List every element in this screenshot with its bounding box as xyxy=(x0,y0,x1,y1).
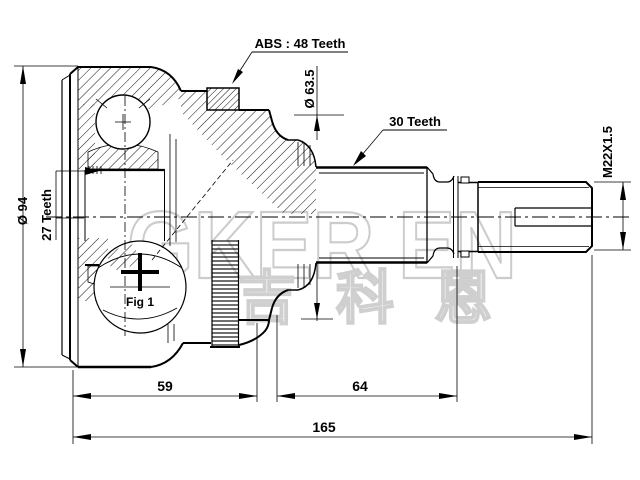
fig1-label: Fig 1 xyxy=(126,295,154,309)
arrow-m22-top xyxy=(620,182,626,200)
housing-neck-hatch xyxy=(181,91,316,214)
watermark: GKER EN 吉科恩 xyxy=(126,191,532,333)
arrow-d94-bottom xyxy=(20,349,26,367)
circlip-groove-top xyxy=(432,173,455,183)
dim-59-value: 59 xyxy=(157,378,173,394)
arrow-64-left xyxy=(277,393,295,399)
boot-groove-lines-top xyxy=(297,142,311,166)
shaft-spline-label: 30 Teeth xyxy=(389,114,441,129)
fig1-hatch xyxy=(106,244,140,271)
dimensions: Ø 94 27 Teeth ABS : 48 Teeth Ø 63.5 30 T… xyxy=(14,36,631,444)
inner-spline-label: 27 Teeth xyxy=(39,189,54,241)
dim-64-value: 64 xyxy=(352,378,368,394)
thread-label: M22X1.5 xyxy=(600,126,615,178)
arrow-d635-bottom xyxy=(314,303,320,319)
outer-diameter-label: Ø 94 xyxy=(15,196,30,225)
boot-diameter-label: Ø 63.5 xyxy=(302,69,317,108)
detail-reference-dashed-line xyxy=(151,159,234,261)
watermark-cjk-text: 吉科恩 xyxy=(238,264,532,332)
arrow-59-left xyxy=(73,393,91,399)
abs-ring-section xyxy=(206,87,240,111)
boot-groove-lines-bottom xyxy=(297,264,311,288)
watermark-latin-text: GKER EN xyxy=(127,192,517,299)
arrow-m22-bottom xyxy=(620,232,626,250)
arrow-abs xyxy=(232,69,243,84)
arrow-27teeth xyxy=(85,167,99,175)
ball-center-cross xyxy=(115,114,131,130)
dim-inner-spline xyxy=(55,170,86,240)
arrow-165-left xyxy=(73,434,91,440)
arrow-59-right xyxy=(239,393,257,399)
cage-pocket-lines xyxy=(95,98,151,109)
arrow-64-right xyxy=(439,393,457,399)
fig1-lower-arc xyxy=(102,307,178,320)
circlip-groove-bottom xyxy=(432,247,455,257)
arrow-30teeth xyxy=(353,151,366,166)
arrow-165-right xyxy=(574,434,592,440)
fig1-detail: Fig 1 xyxy=(93,240,187,334)
abs-ring-bottom xyxy=(210,240,240,348)
abs-ring-teeth-stripes xyxy=(212,240,239,347)
dim-165-value: 165 xyxy=(312,419,336,435)
centerlines xyxy=(46,96,630,336)
dim-lengths xyxy=(72,255,593,444)
housing-top-wall-hatch xyxy=(78,67,181,110)
abs-label: ABS : 48 Teeth xyxy=(255,36,346,51)
part-outline xyxy=(61,66,593,369)
arrow-d94-top xyxy=(20,66,26,84)
arrow-d635-top xyxy=(314,115,320,131)
dim-outer-diameter xyxy=(14,65,78,368)
